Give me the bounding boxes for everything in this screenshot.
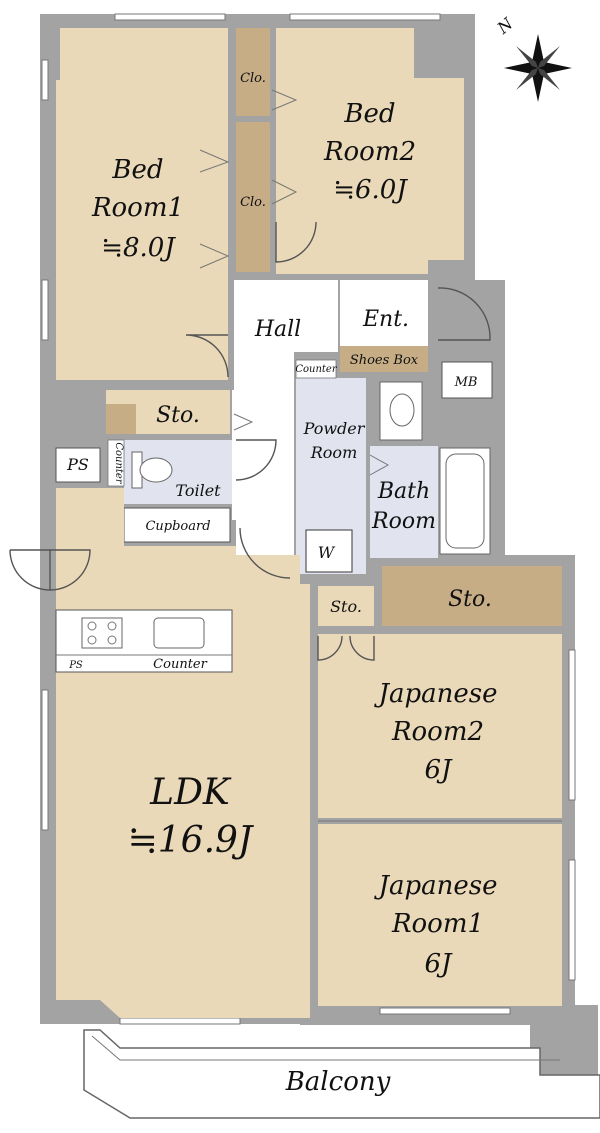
mb-label: MB [454, 375, 478, 390]
storage-3[interactable] [382, 566, 562, 626]
entrance-label: Ent. [362, 307, 409, 332]
washer-label: W [318, 543, 336, 562]
bathtub-inner [445, 453, 485, 549]
windows [41, 13, 576, 1025]
storage-1-label: Sto. [156, 403, 200, 428]
bed-room-2[interactable] [276, 28, 464, 274]
counter-vertical [107, 439, 125, 487]
hall[interactable] [232, 280, 338, 582]
toilet-label: Toilet [175, 481, 221, 500]
japanese-room-2[interactable] [318, 634, 562, 818]
japanese2-line1: Japanese [374, 679, 498, 709]
bed2-line1: Bed [343, 99, 395, 129]
balcony-label: Balcony [285, 1067, 391, 1097]
powder-line2: Room [310, 443, 357, 462]
kitchen-counter-label: Counter [153, 657, 207, 672]
bed1-line1: Bed [111, 155, 163, 185]
bathtub [439, 447, 491, 555]
powder-line1: Powder [303, 419, 366, 438]
stove [81, 617, 123, 649]
compass-north-label: N [493, 13, 517, 38]
japanese1-line1: Japanese [374, 871, 498, 901]
bath-room[interactable] [370, 446, 438, 558]
bed2-size: ≒6.0J [333, 175, 408, 205]
bed2-line2: Room2 [323, 137, 416, 167]
japanese1-line2: Room1 [391, 909, 484, 939]
bed1-size: ≒8.0J [101, 233, 176, 263]
bed1-line2: Room1 [91, 193, 184, 223]
counter-small [295, 359, 337, 379]
ldk-size: ≒16.9J [128, 820, 255, 861]
hall-label: Hall [254, 317, 301, 342]
storage-1-shelf [106, 404, 136, 434]
washbasin-bowl [389, 393, 415, 427]
cupboard-label: Cupboard [145, 519, 210, 534]
storage-2-label: Sto. [330, 597, 362, 616]
closet-a[interactable] [236, 28, 270, 116]
counter-small-label: Counter [295, 364, 337, 375]
counter-vertical-label: Counter [113, 442, 124, 484]
japanese1-size: 6J [425, 949, 454, 979]
mb-box[interactable] [441, 361, 493, 399]
entrance[interactable] [340, 280, 428, 346]
japanese-room-1[interactable] [318, 824, 562, 1006]
kitchen-sink [153, 617, 205, 649]
japanese2-line2: Room2 [391, 717, 484, 747]
closet-a-label: Clo. [240, 71, 266, 86]
shoes-box[interactable] [340, 346, 428, 372]
storage-3-label: Sto. [448, 587, 492, 612]
ps-2-label: PS [68, 660, 83, 671]
bed-room-1[interactable] [56, 28, 228, 380]
bath-line1: Bath [377, 479, 430, 504]
toilet-bowl [139, 457, 173, 483]
balcony[interactable] [83, 1029, 600, 1119]
cupboard[interactable] [123, 507, 231, 543]
ps-1-label: PS [66, 455, 89, 474]
closet-b[interactable] [236, 122, 270, 272]
ldk[interactable] [56, 488, 310, 1018]
storage-2[interactable] [318, 586, 374, 626]
shoes-box-label: Shoes Box [350, 353, 419, 368]
washer [305, 529, 353, 573]
japanese2-size: 6J [425, 755, 454, 785]
washbasin [379, 381, 423, 441]
ps-box-1 [55, 447, 101, 483]
bath-line2: Room [371, 509, 436, 534]
compass-rose-icon [504, 34, 572, 102]
closet-b-label: Clo. [240, 195, 266, 210]
ldk-line1: LDK [149, 772, 232, 813]
doors [9, 89, 491, 661]
